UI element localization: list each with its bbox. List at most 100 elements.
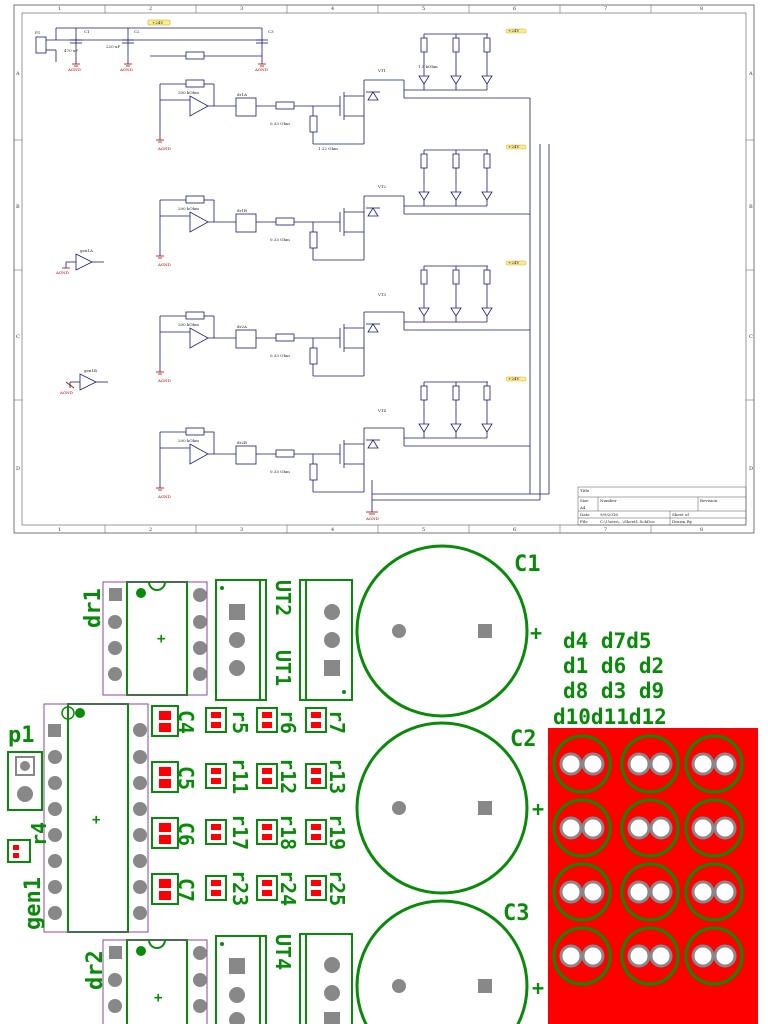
row-label: D: [16, 466, 20, 472]
led-label-row: d8 d3 d9: [563, 679, 664, 703]
c3-silk-label: C3: [503, 901, 530, 926]
driver-label: dr1B: [237, 208, 247, 213]
title-block-revision: Revision: [700, 498, 718, 503]
smd-resistor: [256, 707, 278, 733]
ut2-silk-label: UT2: [271, 580, 295, 616]
channel-3: [155, 260, 531, 377]
resistor-value: 0.33 Ohm: [270, 121, 290, 126]
led-footprint: [684, 734, 744, 794]
cap-label: C1: [84, 29, 90, 34]
led-footprint: [620, 734, 680, 794]
col-label: 7: [604, 6, 607, 12]
col-label: 2: [149, 527, 152, 533]
channel-2: [155, 144, 531, 261]
r12-silk-label: r12: [276, 758, 300, 794]
title-block-title: Title: [580, 488, 590, 493]
dr1-center-mark: +: [157, 631, 165, 647]
r24-silk-label: r24: [276, 870, 300, 906]
led-footprint: [552, 734, 612, 794]
r7-silk-label: r7: [325, 710, 349, 734]
led-footprint: [552, 862, 612, 922]
sense-resistor-value: 1.22 Ohm: [318, 146, 338, 151]
channel-4: [155, 376, 531, 493]
transistor-ut3: [215, 935, 267, 1024]
gnd-label: AGND: [67, 67, 81, 72]
led-footprint: [552, 798, 612, 858]
opamp-label: 200 kOhm: [178, 438, 199, 443]
channel-1: [155, 28, 531, 145]
r5-silk-label: r5: [228, 710, 252, 734]
r13-silk-label: r13: [325, 758, 349, 794]
cap-value: 470 uF: [64, 48, 78, 53]
driver-label: dr1A: [237, 92, 247, 97]
smd-resistor: [256, 819, 278, 845]
col-label: 6: [513, 6, 516, 12]
col-label: 2: [149, 6, 152, 12]
net-label-vcc-top: [147, 19, 171, 26]
cap-label: C2: [134, 29, 140, 34]
cap-label: C3: [268, 29, 274, 34]
led-footprint: [620, 926, 680, 986]
capacitor-c3: [355, 899, 529, 1024]
gen-label: gen1B: [84, 368, 97, 373]
col-label: 4: [331, 6, 334, 12]
gnd-label: AGND: [59, 390, 73, 395]
r6-silk-label: r6: [276, 710, 300, 734]
border-column-labels: 1 2 3 4 5 6 7 8 1 2 3 4 5 6 7 8 A B C D …: [15, 6, 753, 533]
gnd-label: AGND: [55, 270, 69, 275]
transistor-ut2: [299, 579, 353, 701]
polarity-plus: +: [532, 797, 544, 821]
c5-silk-label: C5: [174, 766, 198, 790]
title-block-sheet: Sheet of: [672, 512, 689, 517]
c6-silk-label: C6: [174, 822, 198, 846]
connector-p1: [7, 751, 43, 811]
gnd-label: AGND: [365, 516, 379, 521]
gnd-label: AGND: [157, 146, 171, 151]
title-block-date: Date: [580, 512, 590, 517]
title-block-file: File: [580, 519, 588, 524]
title-block-drawn: Drawn By: [672, 519, 693, 524]
driver-label: dr2A: [237, 324, 247, 329]
row-label: C: [749, 334, 753, 340]
row-label: B: [16, 204, 20, 210]
net-label-text: +24V: [508, 28, 519, 33]
row-label: C: [16, 334, 20, 340]
c2-silk-label: C2: [510, 727, 537, 752]
opamp-label: 200 kOhm: [178, 322, 199, 327]
col-label: 3: [240, 527, 243, 533]
transistor-ut1: [215, 579, 267, 701]
mosfet-label: VT1: [377, 68, 386, 73]
col-label: 8: [700, 527, 703, 533]
gen1-center-mark: +: [92, 812, 100, 828]
r4-silk-label: r4: [27, 822, 51, 846]
dr2-center-mark: +: [154, 990, 162, 1006]
title-block-number: Number: [600, 498, 617, 503]
gnd-label: AGND: [254, 67, 268, 72]
row-label: B: [749, 204, 753, 210]
smd-components: [151, 705, 327, 905]
smd-resistor: [205, 819, 227, 845]
smd-resistor: [205, 763, 227, 789]
smd-resistor: [205, 707, 227, 733]
smd-capacitor: [151, 873, 179, 905]
smd-resistor: [305, 707, 327, 733]
smd-capacitor: [151, 761, 179, 793]
row-label: D: [749, 466, 753, 472]
smd-resistor: [305, 819, 327, 845]
gnd-label: AGND: [157, 262, 171, 267]
resistor-value: 0.33 Ohm: [270, 237, 290, 242]
opamp-label: 200 kOhm: [178, 90, 199, 95]
mosfet-label: VT2: [377, 184, 387, 189]
gen-label: gen1A: [80, 248, 93, 253]
led-footprint: [620, 862, 680, 922]
smd-resistor: [205, 875, 227, 901]
net-label-text: +24V: [508, 144, 519, 149]
schematic-diagram: 1 2 3 4 5 6 7 8 1 2 3 4 5 6 7 8 A B C D …: [13, 4, 755, 534]
gnd-label: AGND: [157, 378, 171, 383]
connector-label: P1: [35, 30, 40, 35]
polarity-plus: +: [532, 976, 544, 1000]
led-label-row: d1 d6 d2: [563, 654, 664, 678]
ut4-silk-label: UT4: [271, 934, 295, 970]
gnd-label: AGND: [119, 67, 133, 72]
generator-symbol: [65, 253, 108, 391]
